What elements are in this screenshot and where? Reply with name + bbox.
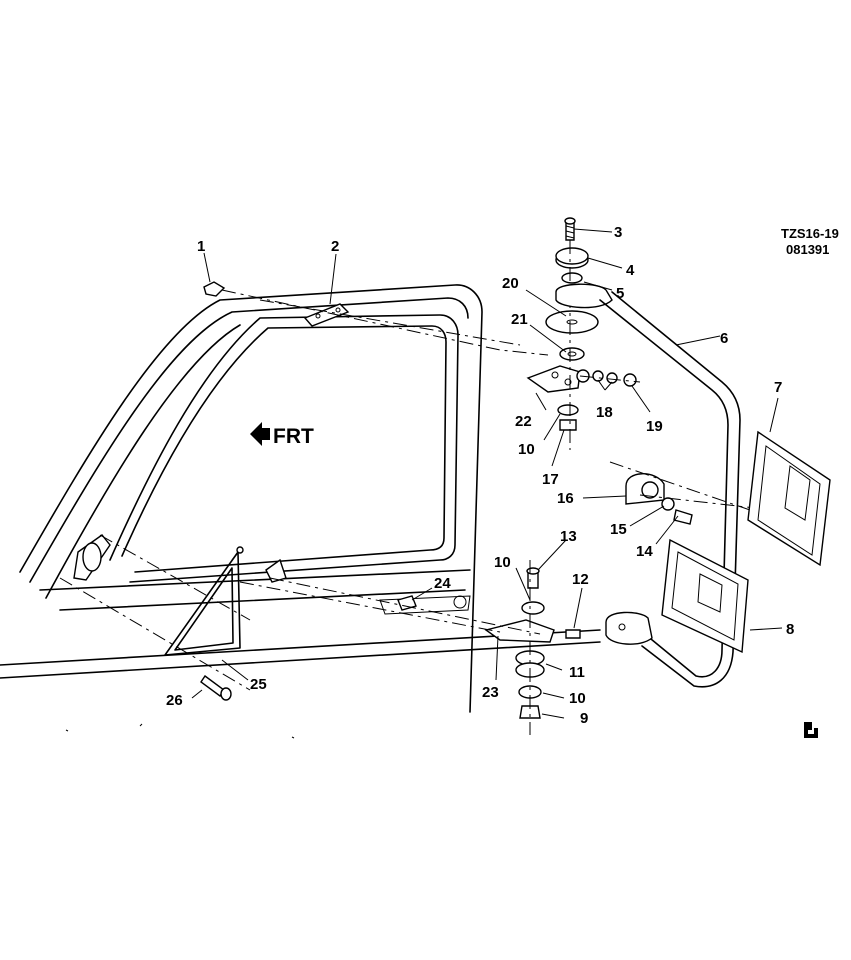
mirror-clamp [609, 461, 809, 525]
callout-12: 12 [572, 571, 589, 588]
callout-6: 6 [720, 330, 728, 347]
callout-17: 17 [542, 471, 559, 488]
callout-1: 1 [197, 238, 205, 255]
upper-mount-bracket [203, 281, 549, 356]
callout-10-upper: 10 [518, 441, 535, 458]
callout-10-lower: 10 [569, 690, 586, 707]
door-outline [0, 284, 601, 713]
drawing-date: 081391 [786, 242, 829, 257]
callout-4: 4 [626, 262, 635, 279]
callout-15: 15 [610, 521, 627, 538]
callout-3: 3 [614, 224, 622, 241]
callout-labels: 1 2 3 4 5 6 7 8 9 10 10 10 11 12 13 14 1… [166, 224, 794, 727]
callout-25: 25 [250, 676, 267, 693]
leader-lines [191, 228, 783, 719]
callout-2: 2 [331, 238, 339, 255]
drawing-code: TZS16-19 [781, 226, 839, 241]
front-direction-indicator: FRT [250, 422, 314, 448]
callout-11: 11 [569, 664, 585, 681]
front-arrow-icon [250, 422, 270, 446]
callout-19: 19 [646, 418, 663, 435]
gm-logo-icon [804, 722, 818, 738]
stray-marks [65, 723, 295, 739]
callout-18: 18 [596, 404, 613, 421]
front-label: FRT [273, 425, 314, 448]
mirror-head-7 [747, 430, 831, 567]
callout-16: 16 [557, 490, 574, 507]
callout-20: 20 [502, 275, 519, 292]
drawing-code-block: TZS16-19 081391 [781, 226, 839, 257]
callout-14: 14 [636, 543, 653, 560]
callout-8: 8 [786, 621, 794, 638]
upper-hardware-stack [526, 217, 641, 450]
callout-9: 9 [580, 710, 588, 727]
callout-5: 5 [616, 285, 624, 302]
callout-24: 24 [434, 575, 451, 592]
lower-hardware-stack [239, 558, 581, 735]
mirror-head-8 [661, 538, 749, 654]
vent-window-bracket [73, 534, 244, 656]
callout-23: 23 [482, 684, 499, 701]
callout-21: 21 [511, 311, 528, 328]
callout-7: 7 [774, 379, 782, 396]
callout-26: 26 [166, 692, 183, 709]
screw-26 [59, 534, 251, 701]
callout-22: 22 [515, 413, 532, 430]
callout-13: 13 [560, 528, 577, 545]
callout-10-middle: 10 [494, 554, 511, 571]
